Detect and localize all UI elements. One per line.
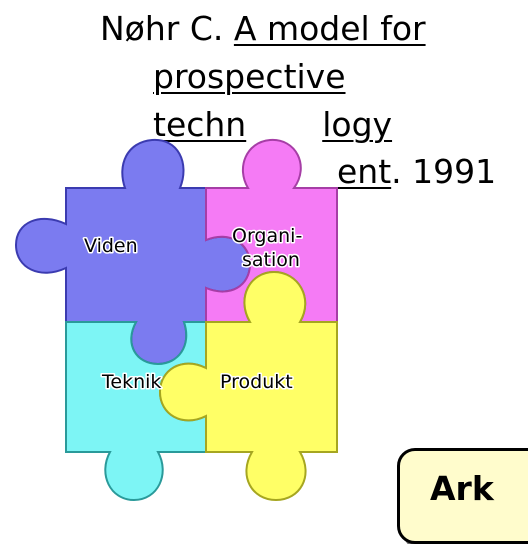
citation-line-4: ent. 1991 <box>337 151 496 192</box>
citation-title-line3b[interactable]: logy <box>322 105 393 144</box>
callout-box: Ark <box>397 448 528 544</box>
citation-line-1: Nøhr C. A model for <box>100 8 426 49</box>
piece-label-organisation-1: Organi- <box>232 225 302 247</box>
citation-title-line4[interactable]: ent <box>337 152 392 191</box>
citation-author: Nøhr C. <box>100 9 224 48</box>
citation: Nøhr C. A model for prospective techn log… <box>0 0 528 240</box>
puzzle-piece-produkt <box>158 270 338 502</box>
piece-label-produkt: Produkt <box>220 371 293 393</box>
piece-label-teknik: Teknik <box>101 371 161 393</box>
piece-label-viden: Viden <box>84 235 138 257</box>
citation-year: . 1991 <box>391 152 497 191</box>
citation-title-link[interactable]: A model for <box>233 9 426 48</box>
citation-line-2: prospective <box>153 56 346 97</box>
callout-text: Ark <box>430 469 494 508</box>
citation-title-line2[interactable]: prospective <box>153 57 346 96</box>
citation-title-line3a[interactable]: techn <box>153 105 247 144</box>
puzzle-illustration: Viden Organi- sation Teknik Produkt <box>14 138 338 502</box>
citation-line-3: techn logy <box>153 104 392 145</box>
piece-label-organisation-2: sation <box>242 249 300 271</box>
